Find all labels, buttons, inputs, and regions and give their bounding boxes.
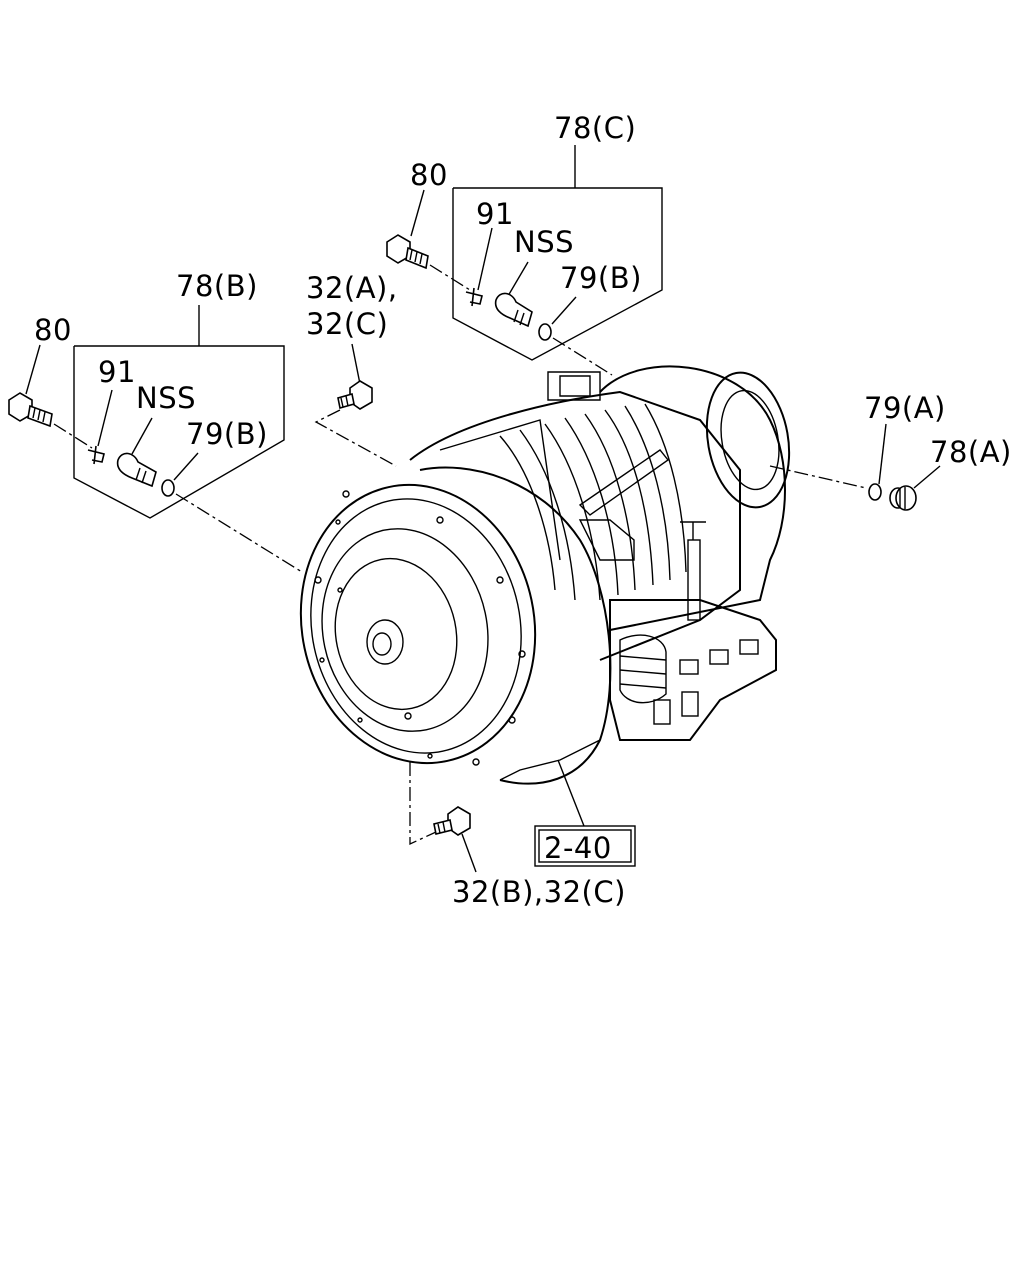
transmission-assembly-icon [299,365,791,785]
label-80-right: 80 [410,158,448,192]
ref-box-frame [534,825,636,867]
oring-79b-right-icon [538,296,577,341]
label-78a: 78(A) [930,435,1012,469]
label-91-right: 91 [476,197,514,231]
bolt-80-left-icon [8,344,53,428]
label-91-left: 91 [98,355,136,389]
group-78b-bracket [73,305,285,519]
label-79a: 79(A) [864,391,946,425]
label-79b-left: 79(B) [186,417,268,451]
oring-79b-left-icon [161,452,199,497]
sensor-nss-right-icon [494,261,533,328]
label-32b: 32(B),32(C) [452,875,626,909]
label-78b: 78(B) [176,269,258,303]
label-79b-right: 79(B) [560,261,642,295]
sensor-nss-left-icon [116,417,157,488]
label-ref-box: 2-40 [544,831,612,865]
bolt-32b-icon [433,806,477,873]
plug-78a-icon [889,465,941,511]
bolt-80-right-icon [386,189,429,270]
label-32a-line2: 32(C) [306,307,388,341]
oring-79a-icon [868,423,887,501]
label-78c: 78(C) [554,111,636,145]
clip-91-right-icon [465,227,493,307]
label-80-left: 80 [34,313,72,347]
label-32a-line1: 32(A), [306,271,398,305]
label-nss-right: NSS [514,225,574,259]
bolt-32a-icon [337,343,373,410]
clip-91-left-icon [87,389,113,465]
group-78c-bracket [452,145,663,361]
label-nss-left: NSS [136,381,196,415]
